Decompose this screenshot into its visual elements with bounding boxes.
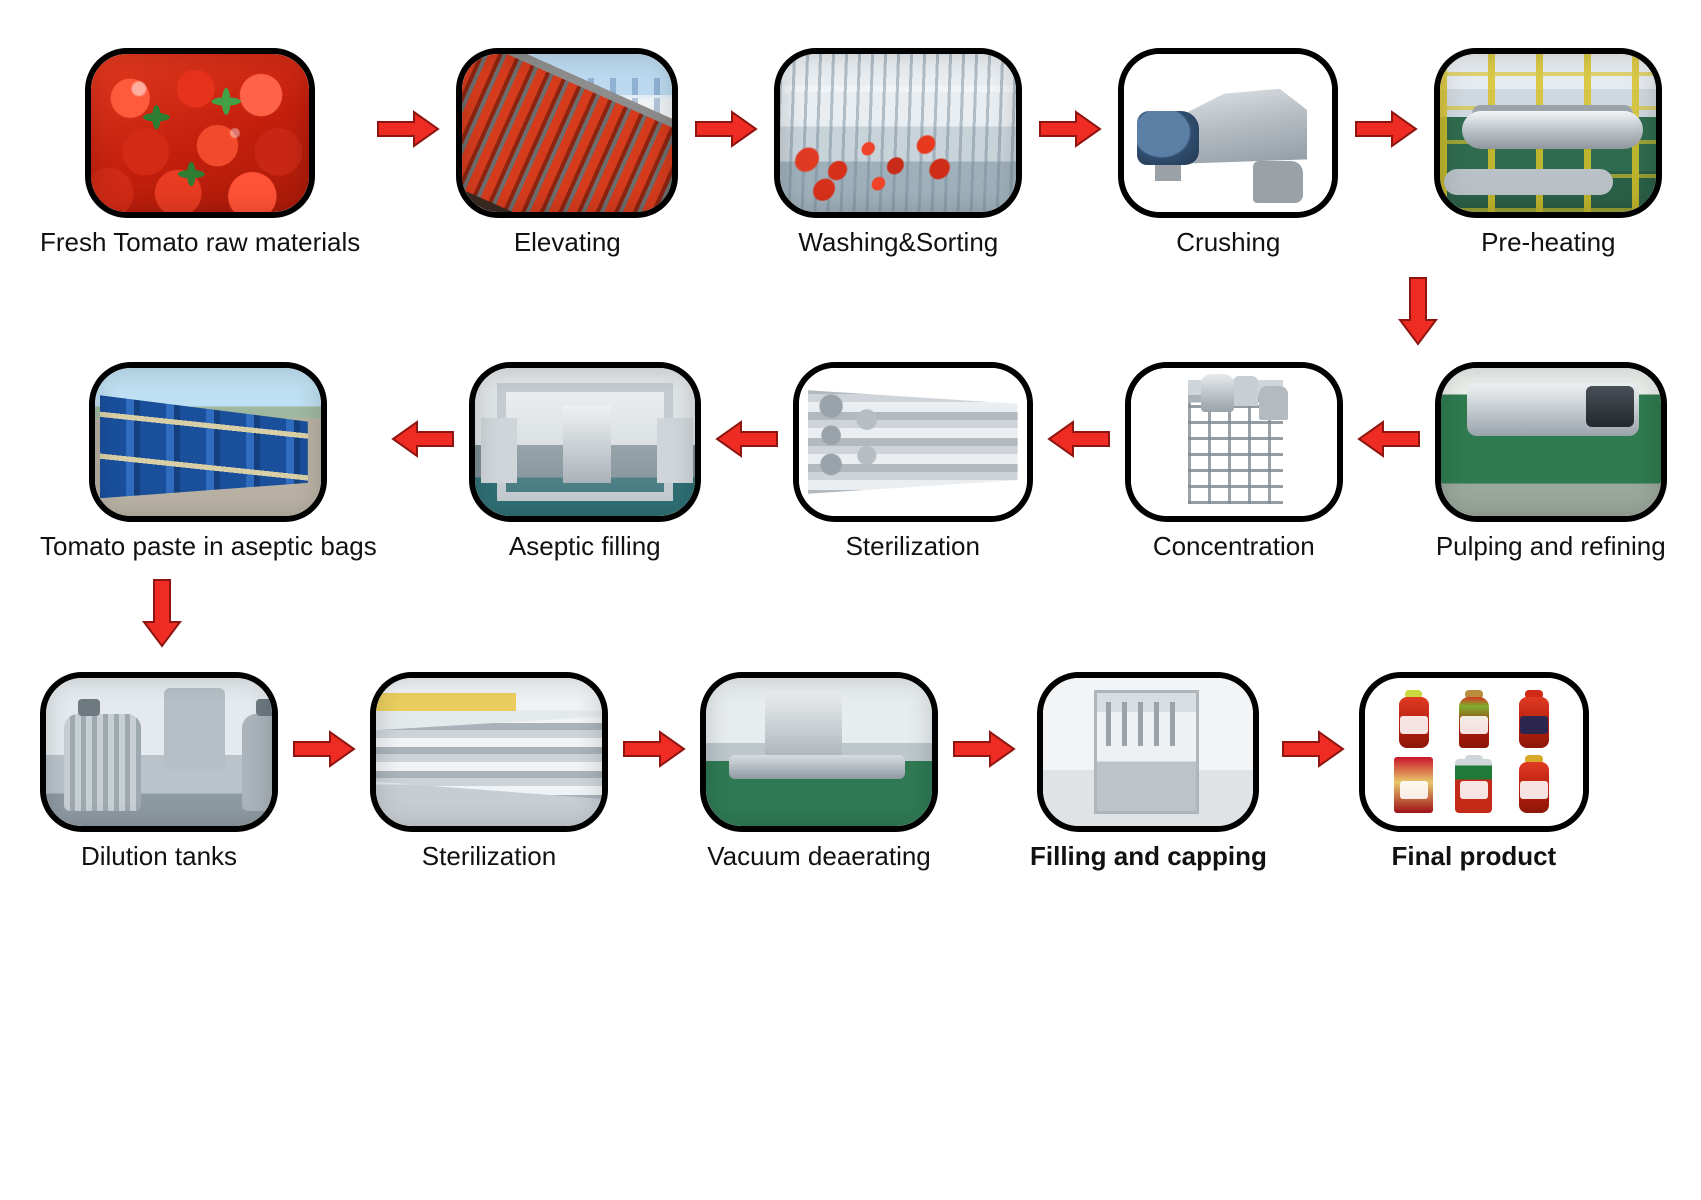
step-image-washing-sorting[interactable]: [774, 48, 1023, 218]
step-concentration[interactable]: Concentration: [1124, 362, 1343, 562]
step-filling-and-capping[interactable]: Filling and capping: [1030, 672, 1267, 872]
concentration-photo: [1130, 368, 1337, 516]
step-image-vacuum-deaerating[interactable]: [700, 672, 938, 832]
arrow-right-8: [1281, 730, 1345, 768]
filling-capping-photo: [1043, 678, 1254, 826]
step-label-sterilization-2: Sterilization: [421, 841, 557, 871]
product-ketchup-bottle: [1387, 689, 1441, 749]
step-image-pre-heating[interactable]: [1434, 48, 1663, 218]
step-label-tomato-paste-aseptic-bags: Tomato paste in aseptic bags: [40, 531, 377, 561]
step-aseptic-filling[interactable]: Aseptic filling: [468, 362, 701, 562]
step-image-elevating[interactable]: [456, 48, 679, 218]
step-vacuum-deaerating[interactable]: Vacuum deaerating: [700, 672, 938, 872]
step-label-crushing: Crushing: [1176, 227, 1281, 257]
tomatoes-photo: [91, 54, 310, 212]
step-image-final-product[interactable]: [1358, 672, 1589, 832]
pulping-refining-photo: [1440, 368, 1661, 516]
step-label-pulping-and-refining: Pulping and refining: [1435, 531, 1666, 561]
step-image-aseptic-filling[interactable]: [468, 362, 701, 522]
arrow-right-7: [952, 730, 1016, 768]
step-label-vacuum-deaerating: Vacuum deaerating: [707, 841, 931, 871]
arrow-down-row1-to-row2: [1398, 276, 1438, 346]
sterilization-photo: [798, 368, 1027, 516]
step-label-aseptic-filling: Aseptic filling: [508, 531, 661, 561]
arrow-right-2: [694, 110, 759, 148]
step-image-sterilization-1[interactable]: [792, 362, 1033, 522]
step-label-concentration: Concentration: [1152, 531, 1315, 561]
process-row-2: Tomato paste in aseptic bags Aseptic fil…: [40, 362, 1667, 562]
washing-sorting-photo: [780, 54, 1017, 212]
step-label-pre-heating: Pre-heating: [1481, 227, 1616, 257]
arrow-right-1: [376, 110, 441, 148]
step-label-final-product: Final product: [1391, 841, 1557, 871]
step-label-sterilization-1: Sterilization: [845, 531, 980, 561]
step-final-product[interactable]: Final product: [1358, 672, 1589, 872]
step-pre-heating[interactable]: Pre-heating: [1434, 48, 1663, 258]
step-fresh-tomato[interactable]: Fresh Tomato raw materials: [40, 48, 360, 258]
step-image-concentration[interactable]: [1124, 362, 1343, 522]
step-image-tomato-paste-aseptic-bags[interactable]: [89, 362, 328, 522]
step-label-filling-and-capping: Filling and capping: [1030, 841, 1267, 871]
step-sterilization-1[interactable]: Sterilization: [792, 362, 1033, 562]
product-tomato-juice-bottle: [1507, 689, 1561, 749]
step-image-filling-and-capping[interactable]: [1037, 672, 1260, 832]
aseptic-bags-photo: [95, 368, 322, 516]
step-image-crushing[interactable]: [1118, 48, 1339, 218]
product-grid: [1387, 689, 1561, 814]
step-washing-sorting[interactable]: Washing&Sorting: [774, 48, 1023, 258]
step-image-fresh-tomato[interactable]: [85, 48, 316, 218]
step-elevating[interactable]: Elevating: [456, 48, 679, 258]
arrow-right-3: [1038, 110, 1103, 148]
process-row-1: Fresh Tomato raw materials Elevating Was…: [40, 48, 1663, 258]
aseptic-filling-photo: [474, 368, 695, 516]
step-label-elevating: Elevating: [513, 227, 621, 257]
step-crushing[interactable]: Crushing: [1118, 48, 1339, 258]
arrow-left-4: [1357, 420, 1421, 458]
crushing-photo: [1124, 54, 1333, 212]
step-pulping-and-refining[interactable]: Pulping and refining: [1434, 362, 1667, 562]
arrow-right-6: [622, 730, 686, 768]
arrow-left-2: [715, 420, 779, 458]
arrow-left-1: [391, 420, 455, 458]
elevating-photo: [462, 54, 673, 212]
pre-heating-photo: [1440, 54, 1657, 212]
step-label-fresh-tomato: Fresh Tomato raw materials: [40, 227, 361, 257]
step-label-dilution-tanks: Dilution tanks: [80, 841, 238, 871]
step-label-washing-sorting: Washing&Sorting: [798, 227, 999, 257]
step-image-sterilization-2[interactable]: [370, 672, 608, 832]
arrow-right-5: [292, 730, 356, 768]
vacuum-deaerating-photo: [706, 678, 932, 826]
arrow-right-4: [1354, 110, 1419, 148]
product-tomato-paste-jar: [1507, 755, 1561, 814]
step-tomato-paste-aseptic-bags[interactable]: Tomato paste in aseptic bags: [40, 362, 377, 562]
arrow-left-3: [1047, 420, 1111, 458]
product-pasta-sauce-pack: [1387, 755, 1441, 814]
sterilization-photo-2: [376, 678, 602, 826]
process-row-3: Dilution tanks Sterilization Vacuum deae…: [40, 672, 1589, 872]
product-tomato-paste-can: [1447, 755, 1501, 814]
step-image-dilution-tanks[interactable]: [40, 672, 278, 832]
step-dilution-tanks[interactable]: Dilution tanks: [40, 672, 278, 872]
product-ketchup-pouch: [1447, 689, 1501, 749]
step-image-pulping-and-refining[interactable]: [1434, 362, 1667, 522]
step-sterilization-2[interactable]: Sterilization: [370, 672, 608, 872]
dilution-tanks-photo: [46, 678, 272, 826]
arrow-down-row2-to-row3: [142, 578, 182, 648]
final-product-photo: [1364, 678, 1583, 826]
